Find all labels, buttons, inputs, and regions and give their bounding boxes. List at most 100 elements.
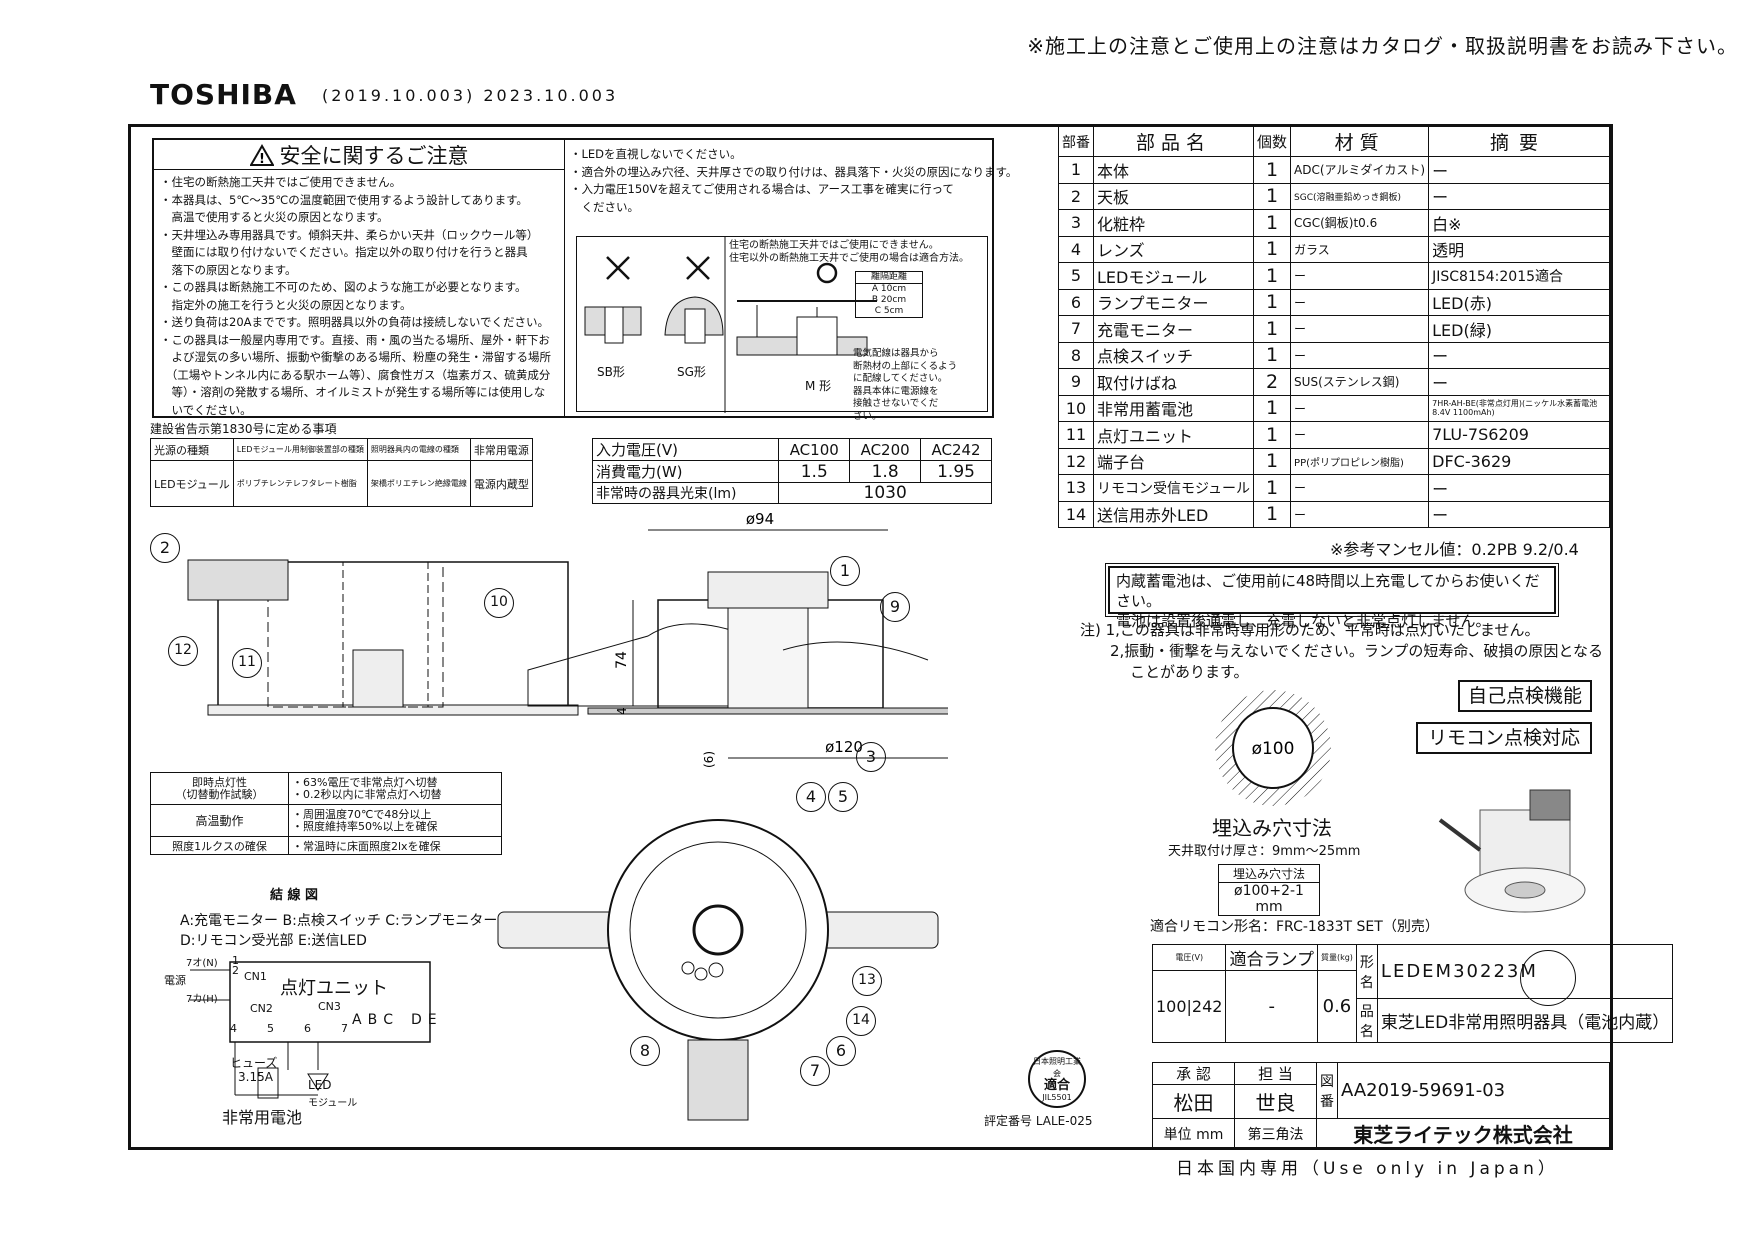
callout-2: 2 xyxy=(150,533,180,563)
m-label: M 形 xyxy=(805,379,832,393)
safety-line: 等）・溶剤の発散する場所、オイルミストが発生する場所等には使用しな xyxy=(160,385,546,399)
safety-line: 落下の原因となります。 xyxy=(160,262,297,277)
callout-11: 11 xyxy=(232,648,262,678)
wire-h: 7カ(H) xyxy=(186,994,218,1005)
callout-7: 7 xyxy=(800,1056,830,1086)
safety-divider xyxy=(564,140,565,418)
safety-left-text: ・住宅の断熱施工天井ではご使用できません。 ・本器具は、5℃～35℃の温度範囲で… xyxy=(160,174,551,419)
electric-note: 電気配線は器具から断熱材の上部にくるように配線してください。器具本体に電源線を接… xyxy=(853,348,958,422)
construction-title: 建設省告示第1830号に定める事項 xyxy=(150,422,337,436)
callout-8: 8 xyxy=(630,1036,660,1066)
safety-line: ・LEDを直視しないでください。 xyxy=(570,147,742,161)
callout-5: 5 xyxy=(828,782,858,812)
dim-h6: (6) xyxy=(702,751,716,768)
callout-12: 12 xyxy=(168,636,198,666)
callout-13: 13 xyxy=(852,966,882,996)
safety-title: ! 安全に関するご注意 xyxy=(154,140,564,170)
callout-1: 1 xyxy=(830,556,860,586)
safety-line: 壁面には取り付けないでください。指定以外の取り付けを行うと器具 xyxy=(160,245,528,259)
cutout-box: 埋込み穴寸法 ø100+2-1 mm xyxy=(1218,864,1320,916)
dim-w94: ø94 xyxy=(746,510,774,528)
sg-label: SG形 xyxy=(677,365,706,379)
drawing-frame xyxy=(128,124,1613,1150)
cert-number: 評定番号 LALE-025 xyxy=(984,1114,1093,1128)
callout-6: 6 xyxy=(826,1036,856,1066)
wiring-title: 結 線 図 xyxy=(270,888,319,903)
cutout-diagram: ø100 xyxy=(1215,690,1331,806)
wire-module: モジュール xyxy=(308,1098,358,1109)
safety-line: いでください。 xyxy=(160,402,252,417)
install-illustration xyxy=(584,237,877,413)
dim-h4: 4 xyxy=(615,707,629,715)
svg-text:!: ! xyxy=(259,152,265,166)
diagram-note: 住宅の断熱施工天井ではご使用にできません。住宅以外の断熱施工天井でご使用の場合は… xyxy=(729,240,969,264)
domestic-note: 日本国内専用（Use only in Japan） xyxy=(1176,1159,1559,1179)
dim-h74: 74 xyxy=(614,651,630,669)
self-check-badge: 自己点検機能 xyxy=(1458,680,1592,712)
catalog-note: ※施工上の注意とご使用上の注意はカタログ・取扱説明書をお読み下さい。 xyxy=(1027,34,1738,58)
wiring-legend-2: D:リモコン受光部 E:送信LED xyxy=(180,933,367,949)
callout-3: 3 xyxy=(856,742,886,772)
safety-line: （工場やトンネル内にある駅ホーム等）、腐食性ガス（塩素ガス、硫黄成分 xyxy=(160,367,551,382)
dim-w120: ø120 xyxy=(825,738,863,756)
ceiling-thickness: 天井取付け厚さ：9mm～25mm xyxy=(1168,844,1361,859)
safety-line: ・入力電圧150Vを超えてご使用される場合は、アース工事を確実に行って xyxy=(570,182,954,196)
product-photo xyxy=(1438,789,1586,913)
wire-n: 7オ(N) xyxy=(186,958,218,969)
toshiba-logo: TOSHIBA xyxy=(150,78,297,111)
safety-right-text: ・LEDを直視しないでください。 ・適合外の埋込み穴径、天井厚さでの取り付けは、… xyxy=(570,146,1017,216)
bottom-view-ring xyxy=(607,819,829,1041)
safety-line: ・住宅の断熱施工天井ではご使用できません。 xyxy=(160,175,402,189)
safety-line: ・天井埋込み専用器具です。傾斜天井、柔らかい天井（ロックウール等） xyxy=(160,227,539,242)
munsell-value: ※参考マンセル値：0.2PB 9.2/0.4 xyxy=(1330,540,1579,559)
terminal-block xyxy=(187,559,289,601)
sb-label: SB形 xyxy=(597,365,625,379)
install-diagram: 住宅の断熱施工天井ではご使用にできません。住宅以外の断熱施工天井でご使用の場合は… xyxy=(576,236,988,422)
version-date: (2019.10.003) 2023.10.003 xyxy=(322,86,619,105)
safety-line: ・この器具は一般屋内専用です。直接、雨・風の当たる場所、屋外・軒下お xyxy=(160,332,550,347)
wire-fuse-val: 3.15A xyxy=(238,1070,273,1084)
warning-icon: ! xyxy=(249,143,274,166)
safety-line: 指定外の施工を行うと火災の原因となります。 xyxy=(160,297,412,312)
callout-4: 4 xyxy=(796,782,826,812)
wire-cn1: CN1 xyxy=(244,970,267,983)
safety-line: ・本器具は、5℃～35℃の温度範囲で使用するよう設計してあります。 xyxy=(160,192,528,207)
safety-line: ください。 xyxy=(570,199,639,214)
callout-14: 14 xyxy=(846,1006,876,1036)
cutout-dia: ø100 xyxy=(1252,739,1295,759)
safety-line: ・適合外の埋込み穴径、天井厚さでの取り付けは、器具落下・火災の原因になります。 xyxy=(570,164,1018,179)
wire-battery: 非常用電池 xyxy=(222,1108,303,1127)
remote-check-badge: リモコン点検対応 xyxy=(1416,722,1592,754)
wiring-diagram xyxy=(190,961,431,1099)
title-circle xyxy=(1520,950,1576,1006)
wire-cn2: CN2 xyxy=(250,1002,273,1015)
wire-power: 電源 xyxy=(164,974,186,987)
cutout-title: 埋込み穴寸法 xyxy=(1212,816,1332,840)
safety-block: ! 安全に関するご注意 ・住宅の断熱施工天井ではご使用できません。 ・本器具は、… xyxy=(152,138,1017,422)
technical-drawing: ø94 74 4 (6) ø120 xyxy=(187,510,948,1121)
battery-note: 内蔵蓄電池は、ご使用前に48時間以上充電してからお使いください。電池は設置後通電… xyxy=(1105,563,1559,630)
safety-line: ・送り負荷は20Aまでです。照明器具以外の負荷は接続しないでください。 xyxy=(160,315,550,329)
